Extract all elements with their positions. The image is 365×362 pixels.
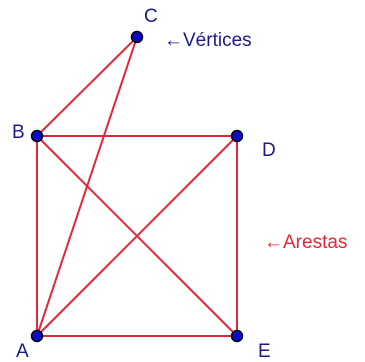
edge-bc bbox=[36, 36, 138, 137]
vertices-layer bbox=[30, 30, 244, 343]
vertex-label-b: B bbox=[12, 122, 25, 143]
edges-annotation: ←Arestas bbox=[264, 232, 347, 253]
vertex-label-e: E bbox=[258, 341, 271, 362]
vertex-a bbox=[30, 329, 44, 343]
vertex-labels-layer: A B C D E bbox=[12, 6, 276, 362]
vertex-d bbox=[230, 129, 244, 143]
vertex-label-d: D bbox=[262, 140, 276, 161]
vertex-label-a: A bbox=[16, 341, 29, 362]
vertex-b bbox=[30, 129, 44, 143]
edges-layer bbox=[36, 36, 238, 337]
vertex-label-c: C bbox=[144, 6, 158, 27]
edge-ad bbox=[36, 135, 238, 337]
vertices-annotation: ←Vértices bbox=[164, 30, 252, 51]
vertex-c bbox=[130, 30, 144, 44]
vertex-e bbox=[230, 329, 244, 343]
